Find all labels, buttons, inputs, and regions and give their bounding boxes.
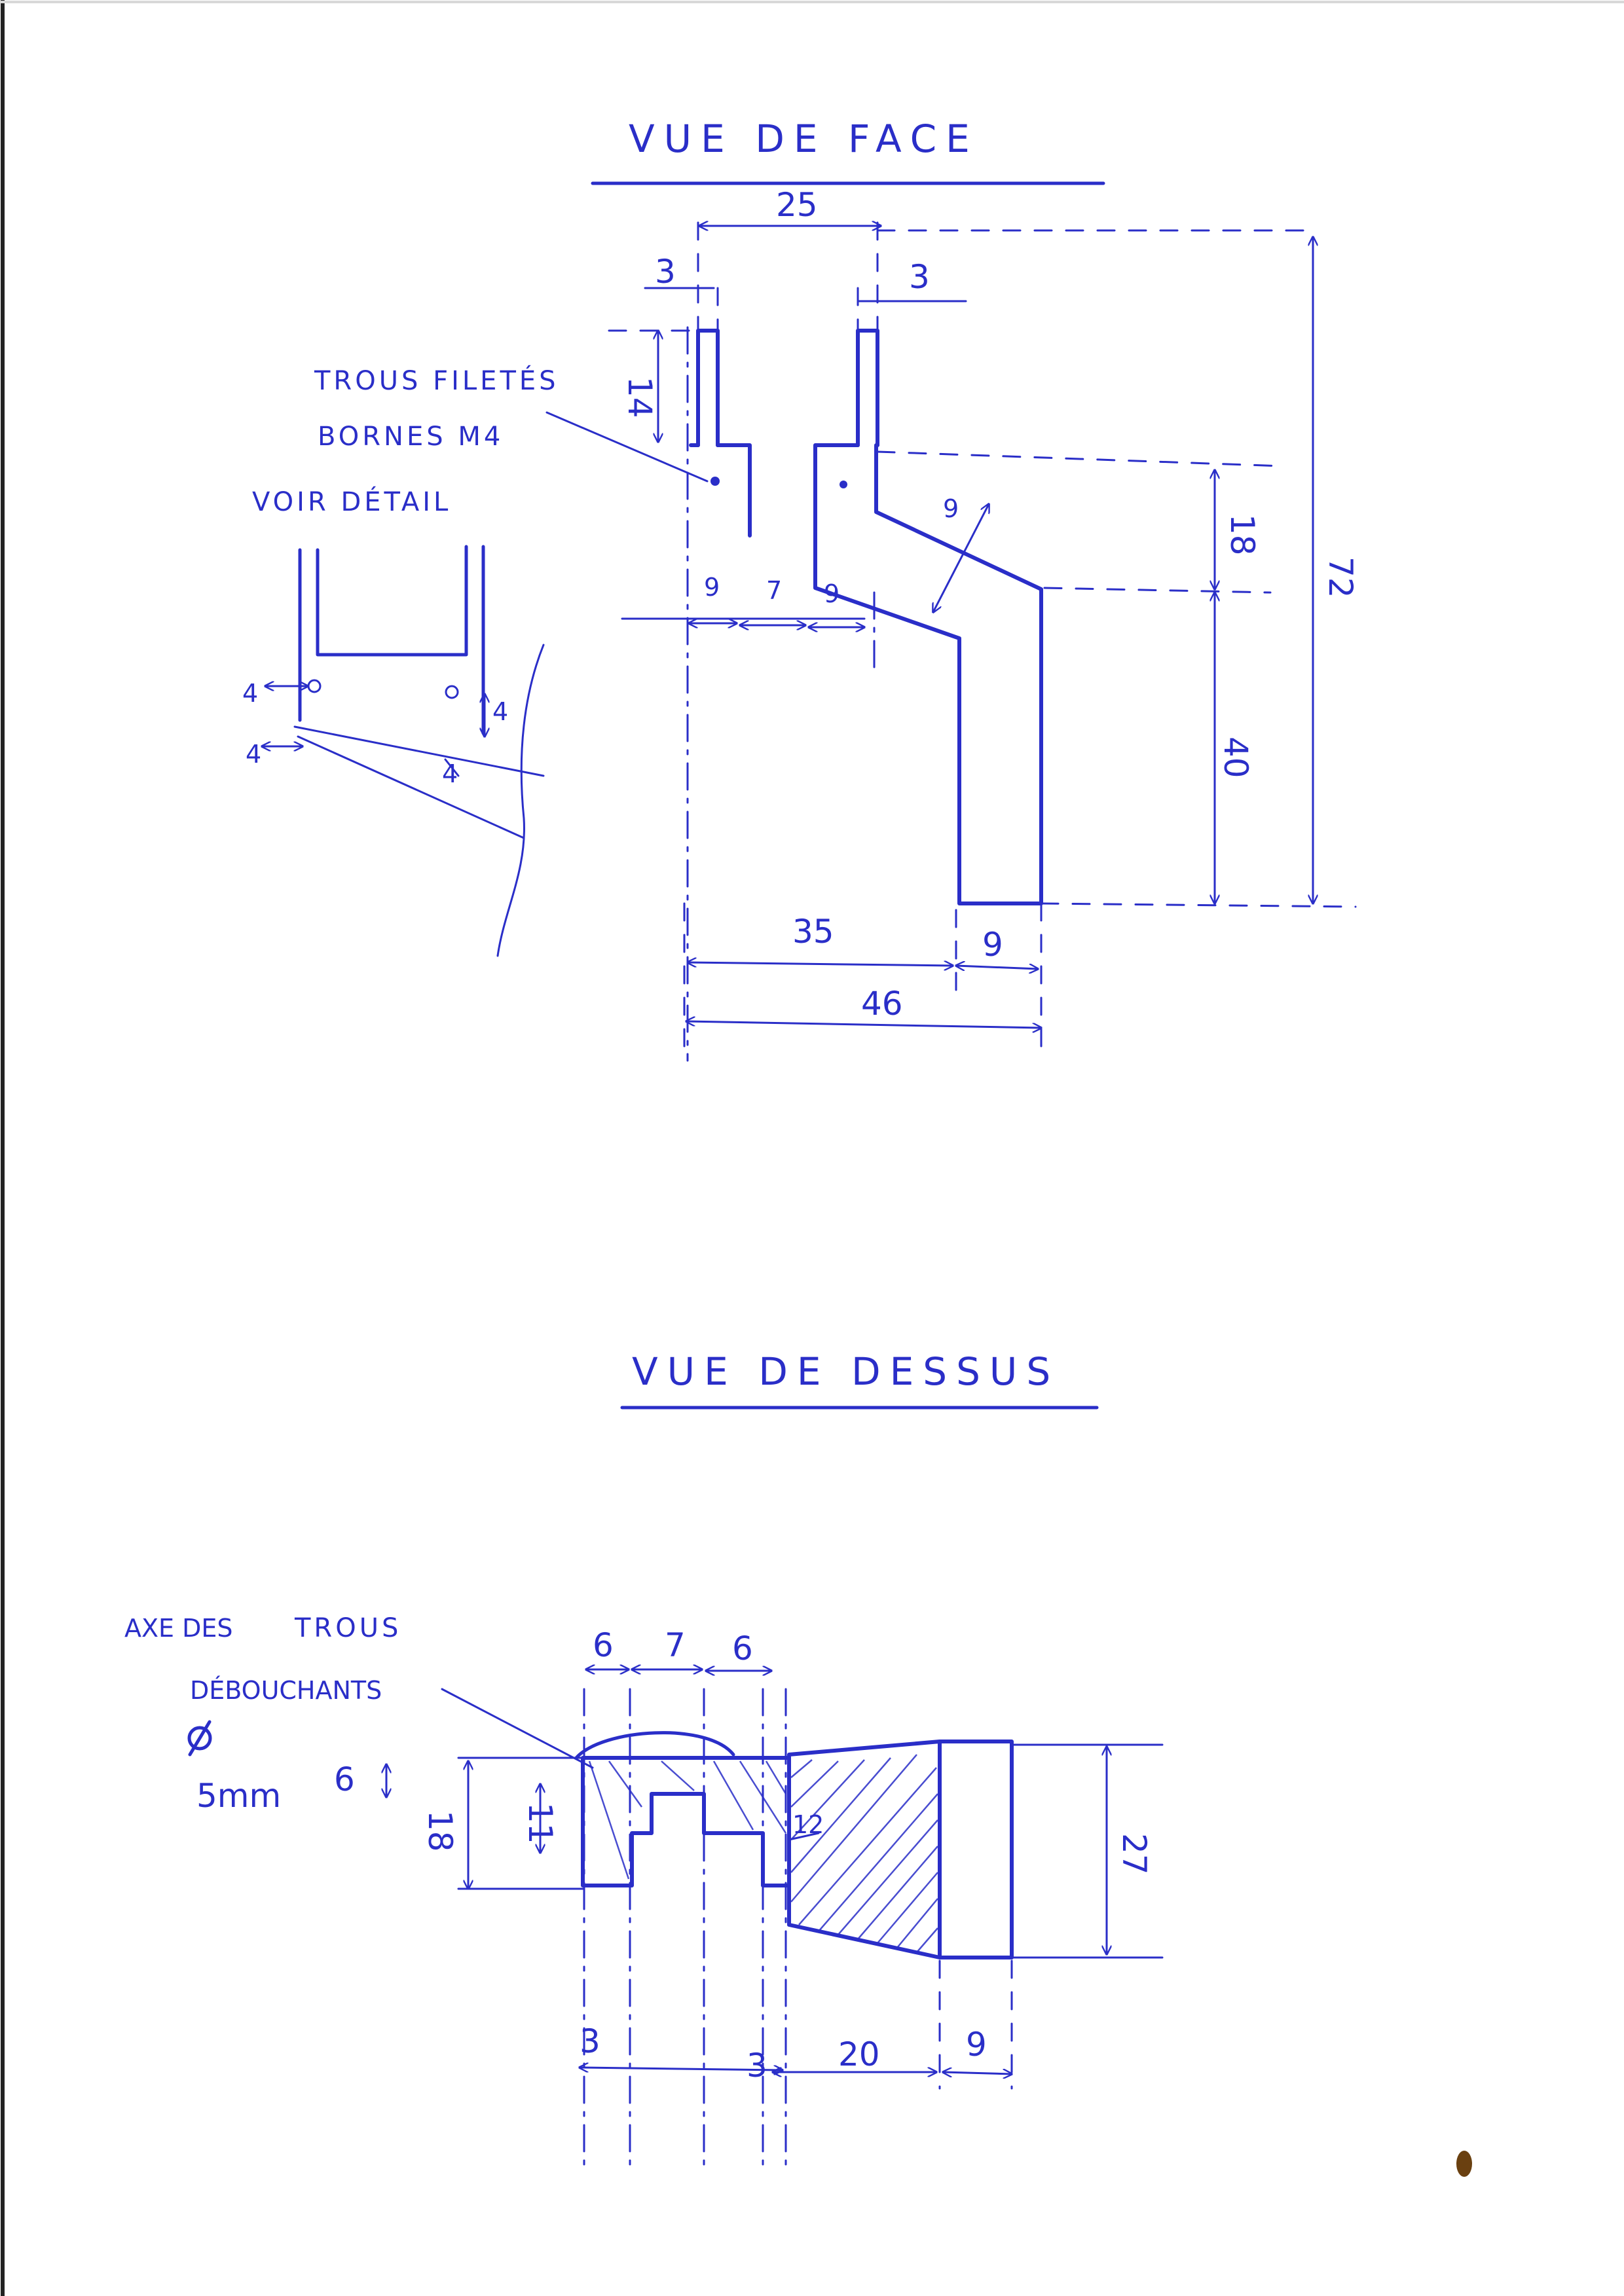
detail-hole-right — [445, 685, 459, 699]
dim-top-3b: 3 — [747, 2047, 767, 2085]
top-dimension-lines — [386, 1669, 1107, 2074]
note-see-detail: VOIR DÉTAIL — [252, 486, 451, 517]
detail-hole-left — [307, 679, 322, 693]
note-threaded-holes-line1: TROUS FILETÉS — [314, 365, 559, 396]
top-hatched-section — [574, 1731, 1014, 1959]
front-view-part-outline — [686, 326, 1043, 1062]
leader-axis — [441, 1688, 594, 1769]
threaded-hole-left — [710, 477, 720, 486]
dim-front-top-width: 25 — [776, 186, 818, 224]
dim-top-9: 9 — [966, 2026, 987, 2064]
diameter-symbol — [187, 1720, 212, 1757]
dim-front-base-35: 35 — [792, 913, 834, 951]
front-dimension-lines — [644, 226, 1313, 1028]
left-body — [689, 443, 752, 538]
right-body — [813, 443, 1043, 905]
dim-front-lower-height: 40 — [1217, 737, 1255, 778]
note-axis-line2: TROUS — [294, 1613, 401, 1643]
dim-top-18: 18 — [421, 1810, 459, 1852]
dim-top-6b: 6 — [732, 1630, 753, 1667]
dim-front-left-tab: 3 — [655, 253, 676, 291]
dim-front-lower-left-9: 9 — [704, 573, 720, 602]
dim-top-7: 7 — [665, 1626, 686, 1664]
dim-front-tab-height: 14 — [621, 376, 659, 418]
right-tab — [856, 329, 879, 447]
detail-dim-4: 4 — [442, 759, 458, 788]
dim-top-12: 12 — [792, 1810, 824, 1839]
threaded-hole-right — [840, 481, 847, 488]
note-hole-diameter: 5mm — [196, 1777, 281, 1815]
dim-front-base-46: 46 — [861, 985, 903, 1023]
ink-spot — [1456, 2151, 1472, 2177]
note-threaded-holes-line2: BORNES M4 — [318, 422, 504, 452]
leader-threaded-holes — [545, 411, 709, 483]
front-view: VUE DE FACE — [252, 117, 1359, 1062]
detail-outline — [298, 545, 485, 735]
detail-line-a — [293, 725, 545, 777]
dim-front-lower-right-9: 9 — [824, 579, 840, 608]
dim-top-27: 27 — [1115, 1833, 1153, 1875]
top-right-body — [938, 1740, 1014, 1959]
dim-front-base-9: 9 — [982, 926, 1003, 964]
left-tab — [696, 329, 720, 447]
top-curved-cap — [574, 1731, 735, 1760]
dim-top-11: 11 — [521, 1802, 559, 1844]
note-axis-line3: DÉBOUCHANTS — [190, 1676, 382, 1705]
front-view-title: VUE DE FACE — [629, 117, 979, 161]
dim-top-3a: 3 — [580, 2022, 600, 2060]
detail-dim-2: 4 — [246, 740, 261, 769]
detail-dim-1: 4 — [242, 679, 258, 708]
note-axis-line1: AXE DES — [124, 1614, 233, 1643]
detail-sketch: 4 4 4 4 — [242, 545, 545, 957]
detail-dimension-lines — [261, 686, 485, 777]
detail-line-b — [297, 735, 525, 839]
top-slot-shape — [581, 1756, 791, 1887]
dim-front-middle-7: 7 — [766, 576, 782, 605]
detail-dim-3: 4 — [492, 697, 508, 726]
dim-front-right-tab: 3 — [909, 258, 930, 296]
dim-front-upper-height: 18 — [1223, 514, 1261, 556]
dim-front-overall-height: 72 — [1321, 556, 1359, 598]
dim-top-20: 20 — [838, 2035, 880, 2073]
top-view-title: VUE DE DESSUS — [632, 1349, 1060, 1394]
top-view: VUE DE DESSUS — [124, 1349, 1164, 2168]
dim-top-6-left: 6 — [334, 1760, 355, 1798]
detail-break-line — [496, 644, 545, 957]
dim-front-angled-9: 9 — [943, 494, 959, 523]
dim-top-6a: 6 — [593, 1626, 614, 1664]
